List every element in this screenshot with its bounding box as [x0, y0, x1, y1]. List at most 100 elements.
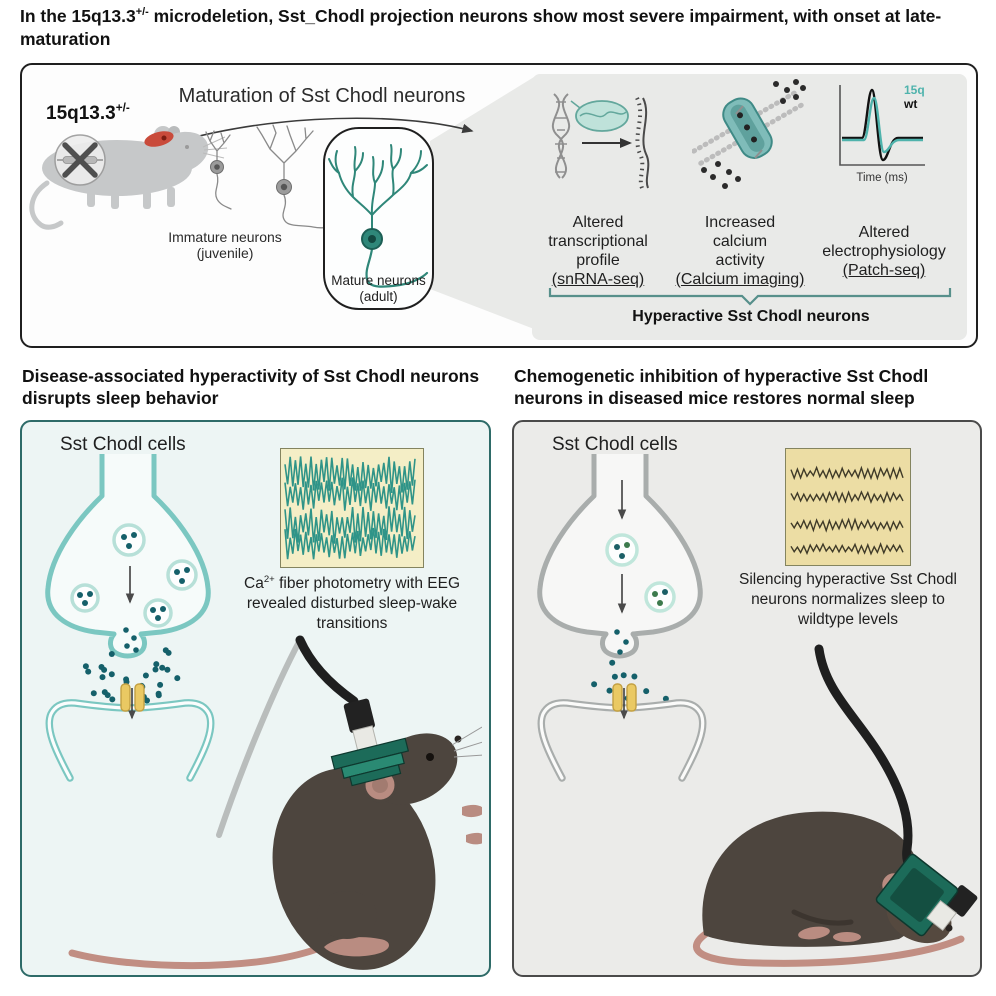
cells-label: Sst Chodl cells: [552, 434, 678, 455]
finding-line: profile: [576, 251, 620, 269]
hyperactive-label: Hyperactive Sst Chodl neurons: [632, 308, 870, 325]
finding-calcium: Increased calcium activity (Calcium imag…: [675, 214, 805, 290]
sleeping-mouse-illustration: [693, 644, 978, 967]
eeg-normal-box: [785, 448, 911, 566]
caption-text-rest: fiber photometry with EEG revealed distu…: [246, 575, 460, 633]
cells-label: Sst Chodl cells: [60, 434, 186, 455]
mouse-hind-foot: [324, 937, 389, 957]
mature-neuron-dendrites: [328, 144, 428, 234]
mouse-front-paw: [833, 932, 861, 942]
maturation-panel: Maturation of Sst Chodl neurons 15q13.3+…: [20, 63, 978, 348]
mature-label-line2: (adult): [359, 288, 398, 304]
rna-strand-icon: [635, 97, 650, 189]
mature-neurons-label: Mature neurons (adult): [325, 273, 432, 304]
deletion-cross: [62, 142, 98, 178]
immature-neuron-nucleus: [214, 164, 220, 170]
finding-line: electrophysiology: [822, 242, 946, 260]
receptor-channel: [612, 683, 637, 720]
brace-graphic: [548, 288, 952, 306]
brain-lesion-dot: [161, 135, 167, 141]
legend-15q: 15q: [904, 83, 925, 97]
synaptic-vesicles: [605, 533, 676, 613]
findings-box: 15q wt Time (ms) Altered transcriptional…: [532, 74, 967, 340]
calcium-ions-cluster: [701, 79, 806, 189]
cable-connector: [343, 698, 375, 733]
mutant-trace: [842, 96, 923, 154]
ion-dot: [737, 112, 743, 119]
finding-line: transcriptional: [548, 232, 648, 250]
ephys-trace-icon: 15q wt Time (ms): [839, 83, 925, 184]
mature-neuron-box: Mature neurons (adult): [323, 127, 434, 310]
rna-polymerase-icon: [570, 100, 629, 132]
figure-title: In the 15q13.3+/- microdeletion, Sst_Cho…: [20, 5, 978, 51]
eeg-trace: [790, 490, 904, 504]
mouse-leg: [143, 191, 151, 209]
implant-board: [349, 764, 402, 787]
receptor-channel: [120, 683, 145, 720]
rearing-mouse-illustration: [68, 635, 482, 970]
head-implant: [330, 698, 410, 787]
eeg-trace: [790, 517, 904, 533]
immature-neuron-small: [205, 130, 232, 210]
maturation-heading: Maturation of Sst Chodl neurons: [178, 85, 466, 107]
mouse-nose: [945, 924, 953, 932]
mouse-eye: [185, 145, 189, 149]
right-panel-title: Chemogenetic inhibition of hyperactive S…: [514, 366, 929, 408]
eeg-disturbed-traces: [284, 456, 416, 560]
mouse-tail: [693, 923, 965, 967]
calcium-channel-icon: [692, 79, 806, 189]
finding-line: activity: [715, 251, 765, 269]
mouse-tail: [68, 945, 321, 970]
right-caption: Silencing hyperactive Sst Chodl neurons …: [739, 571, 957, 629]
figure-title-superscript: +/-: [135, 6, 149, 19]
finding-method: (Patch-seq): [842, 261, 926, 279]
dna-icon: [551, 93, 571, 179]
silenced-synapse-illustration: [537, 454, 707, 782]
eeg-trace: [790, 541, 904, 556]
released-neurotransmitter-dots: [591, 659, 669, 702]
transcription-icon: [551, 93, 650, 189]
eeg-normal-traces: [790, 465, 904, 556]
mouse-curled-arm: [791, 909, 854, 926]
finding-line: Altered: [858, 224, 910, 241]
finding-method: (snRNA-seq): [551, 270, 645, 288]
fiber-ferrule: [926, 899, 957, 932]
finding-ephys: Altered electrophysiology (Patch-seq): [814, 224, 954, 281]
genotype-label: 15q13.3+/-: [46, 101, 130, 125]
hyperactive-synapse-illustration: [45, 454, 215, 782]
sleep-restoration-panel: Sst Chodl cells Silencing hyperactive: [512, 420, 982, 977]
finding-line: Altered: [572, 214, 624, 231]
caption-superscript: 2+: [263, 573, 275, 585]
flux-arrows: [735, 105, 763, 159]
membrane-and-channel: [692, 90, 804, 166]
finding-line: calcium: [712, 232, 768, 250]
genotype-superscript: +/-: [115, 101, 130, 115]
left-panel-title: Disease-associated hyperactivity of Sst …: [22, 366, 480, 408]
figure-title-text-rest: microdeletion, Sst_Chodl projection neur…: [20, 6, 942, 49]
legend-wt: wt: [903, 97, 917, 111]
figure-title-text: In the 15q13.3: [20, 6, 136, 26]
mouse-ear-inner: [372, 777, 388, 793]
mouse-leg: [167, 187, 175, 207]
zoom-funnel-shape: [430, 77, 534, 329]
head-implant: [875, 853, 978, 937]
mouse-whiskers: [451, 726, 482, 758]
eeg-trace: [284, 506, 416, 544]
mouse-front-paw: [798, 926, 830, 940]
mature-neuron-axon: [365, 247, 429, 288]
immature-label-line1: Immature neurons: [168, 229, 282, 245]
finding-method: (Calcium imaging): [675, 270, 805, 288]
mouse-body: [272, 768, 436, 970]
eeg-trace: [790, 465, 904, 481]
deletion-icon: [54, 134, 106, 186]
caption-text: Ca: [244, 575, 264, 592]
mutant-mouse-illustration: [29, 126, 228, 230]
ephys-axes: [839, 85, 925, 166]
mouse-thigh: [317, 891, 377, 939]
implant-board-inner: [890, 868, 944, 922]
eeg-trace: [284, 456, 416, 493]
immature-neurons-label: Immature neurons (juvenile): [150, 229, 300, 261]
mature-label-line1: Mature neurons: [331, 273, 426, 288]
mature-neuron-nucleus: [368, 235, 376, 243]
fiber-cable: [295, 635, 359, 706]
